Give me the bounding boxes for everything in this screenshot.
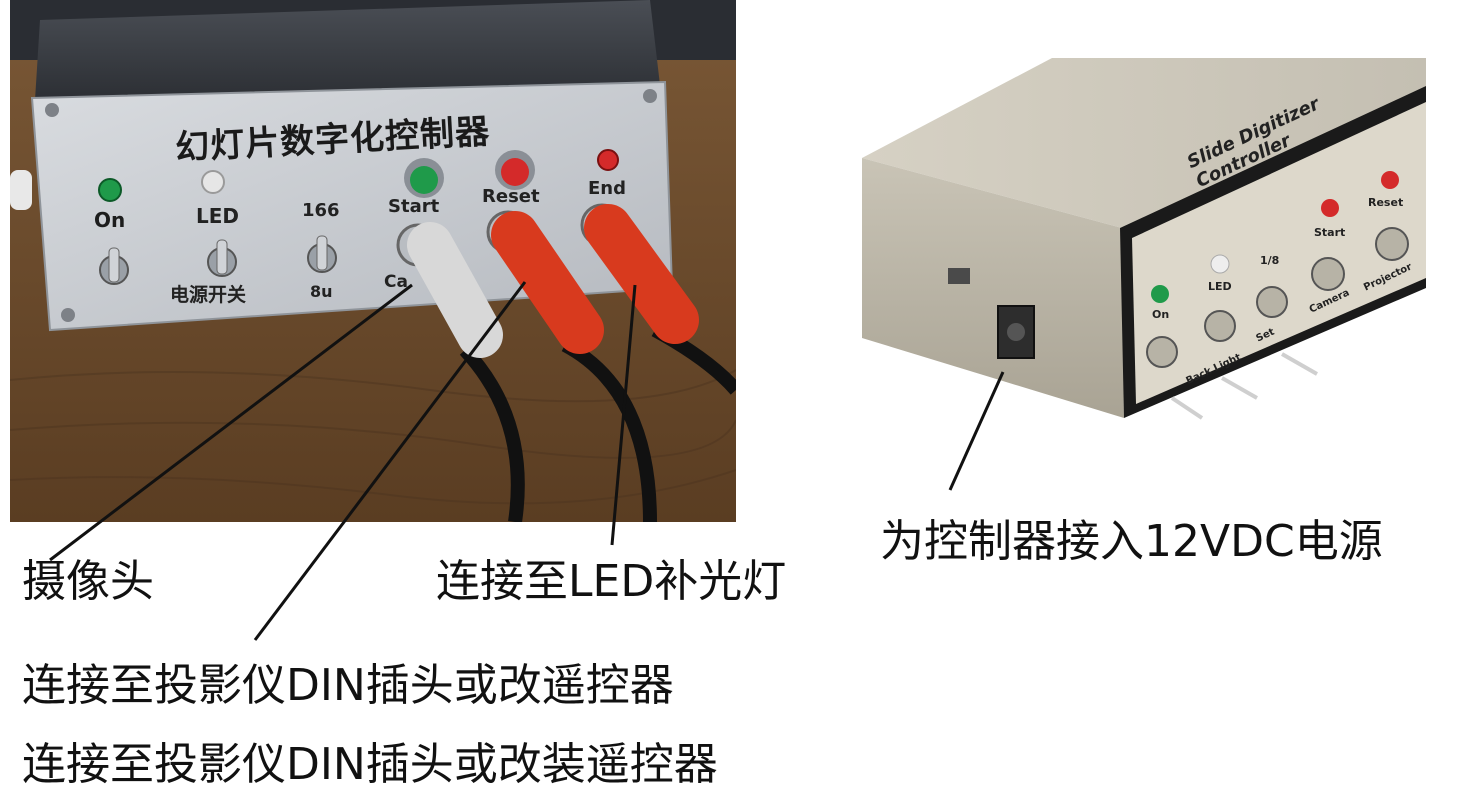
caption-led-light: 连接至LED补光灯 xyxy=(436,556,787,607)
end-led xyxy=(597,149,619,171)
right-label-reset: Reset xyxy=(1368,196,1404,209)
controller-photo-right-drawing xyxy=(862,58,1426,438)
reset-button xyxy=(501,158,529,186)
label-led: LED xyxy=(196,204,240,228)
box-side xyxy=(862,158,1124,418)
controller-photo-left-drawing xyxy=(10,0,736,522)
led-indicator xyxy=(201,170,225,194)
toggle-switches xyxy=(99,235,337,285)
right-on-led xyxy=(1151,285,1169,303)
right-led-indicator xyxy=(1210,254,1230,274)
label-166: 166 xyxy=(302,200,340,221)
left-cable xyxy=(10,170,32,210)
label-reset: Reset xyxy=(482,186,540,207)
box-top xyxy=(35,0,660,100)
caption-camera: 摄像头 xyxy=(22,556,154,607)
right-label-num: 1/8 xyxy=(1260,254,1280,267)
box-top-right xyxy=(862,58,1426,228)
label-power-switch: 电源开关 xyxy=(170,284,247,306)
controller-photo-left: 幻灯片数字化控制器 On LED 166 Start Reset End 电源开… xyxy=(10,0,736,522)
caption-din-line2: 连接至投影仪DIN插头或改装遥控器 xyxy=(22,739,718,790)
controller-photo-right: Slide Digitizer Controller On LED 1/8 St… xyxy=(862,58,1426,438)
label-on: On xyxy=(94,208,126,232)
right-label-led: LED xyxy=(1208,280,1232,293)
label-8u: 8u xyxy=(310,282,333,301)
on-led xyxy=(98,178,122,202)
caption-power: 为控制器接入12VDC电源 xyxy=(880,516,1383,567)
start-button xyxy=(410,166,438,194)
right-jacks xyxy=(1146,227,1409,368)
side-vent xyxy=(948,268,970,284)
right-label-on: On xyxy=(1152,308,1170,321)
label-camera-partial: Ca xyxy=(384,272,408,292)
right-start-button xyxy=(1321,199,1339,217)
right-reset-button xyxy=(1381,171,1399,189)
box-shadows xyxy=(1170,352,1318,420)
label-end: End xyxy=(588,178,626,199)
power-jack-hole xyxy=(1007,323,1025,341)
right-label-start: Start xyxy=(1314,226,1346,239)
caption-din-line1: 连接至投影仪DIN插头或改遥控器 xyxy=(22,660,674,711)
label-start: Start xyxy=(388,196,440,217)
